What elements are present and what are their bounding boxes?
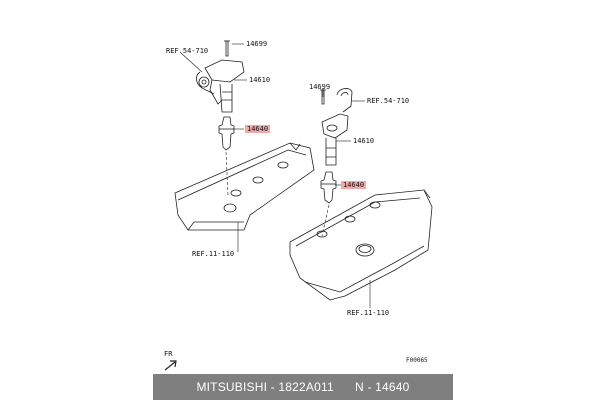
front-marker-label: FR <box>164 350 173 358</box>
part-14699-left-label: 14699 <box>246 40 268 48</box>
separator-text: - <box>267 380 279 394</box>
left-ignition-coil <box>196 40 245 113</box>
part-14610-right-label: 14610 <box>353 137 375 145</box>
code-text: N - 14640 <box>355 380 410 394</box>
ref-54-710-right-label: REF.54-710 <box>367 97 410 105</box>
brand-text: MITSUBISHI <box>196 380 268 394</box>
ref-11-110-left-label: REF.11-110 <box>192 250 235 258</box>
part-info-footer: MITSUBISHI - 1822A011 N - 14640 <box>153 374 453 400</box>
part-14699-right-label: 14699 <box>309 83 331 91</box>
right-cylinder-head-cover <box>289 189 433 301</box>
part-number-text: 1822A011 <box>278 380 334 394</box>
left-spark-plug <box>218 116 235 151</box>
right-ignition-coil <box>320 88 353 166</box>
part-14640-left-label: 14640 <box>245 125 271 133</box>
spacer-text <box>334 380 355 394</box>
right-leader-lines <box>321 88 371 308</box>
front-arrow <box>164 360 177 371</box>
right-spark-plug <box>320 171 337 204</box>
left-cylinder-head-cover <box>174 142 315 231</box>
part-14610-left-label: 14610 <box>249 76 271 84</box>
figure-code-label: F00065 <box>406 357 428 364</box>
ref-54-710-left-label: REF.54-710 <box>166 47 209 55</box>
part-14640-right-label: 14640 <box>341 181 367 189</box>
ref-11-110-right-label: REF.11-110 <box>347 309 390 317</box>
left-leader-lines <box>180 43 247 252</box>
